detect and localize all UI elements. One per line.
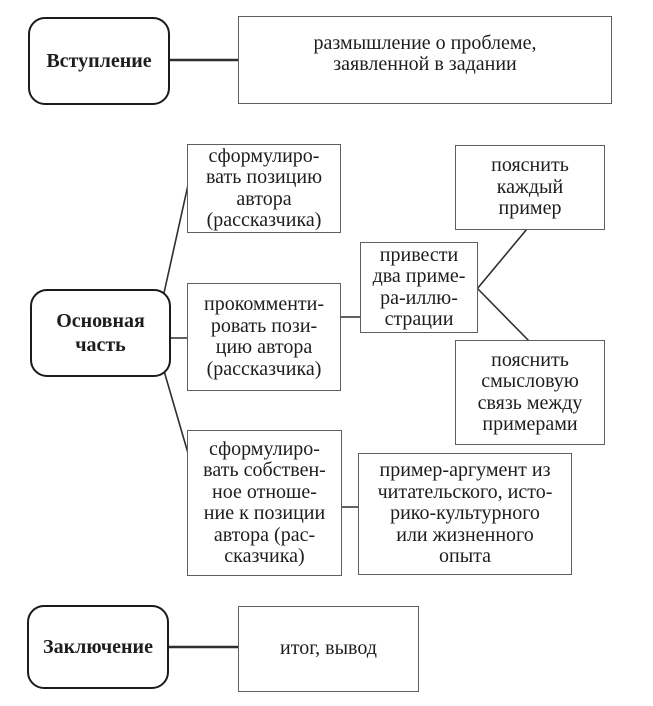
edge-osnovnaya-own-attitude: [161, 363, 191, 461]
edge-two-examples-explain-each: [476, 228, 528, 290]
node-example-argument: пример-аргумент из читательского, исто- …: [358, 453, 572, 575]
node-formulate-author-position: сформулиро- вать позицию автора (рассказ…: [187, 144, 341, 233]
node-two-examples: привести два приме- ра-иллю- страции: [360, 242, 478, 333]
node-explain-link-between-examples: пояснить смысловую связь между примерами: [455, 340, 605, 445]
edge-osnovnaya-formulate: [161, 175, 191, 303]
node-own-attitude: сформулиро- вать собствен- ное отноше- н…: [187, 430, 342, 576]
node-zakluchenie: Заключение: [27, 605, 169, 689]
node-comment-author-position: прокомменти- ровать пози- цию автора (ра…: [187, 283, 341, 391]
edge-two-examples-explain-link: [476, 287, 530, 342]
node-vstuplenie: Вступление: [28, 17, 170, 105]
node-osnovnaya-chast: Основная часть: [30, 289, 171, 377]
node-zakluchenie-detail: итог, вывод: [238, 606, 419, 692]
node-vstuplenie-detail: размышление о проблеме, заявленной в зад…: [238, 16, 612, 104]
node-explain-each-example: пояснить каждый пример: [455, 145, 605, 230]
